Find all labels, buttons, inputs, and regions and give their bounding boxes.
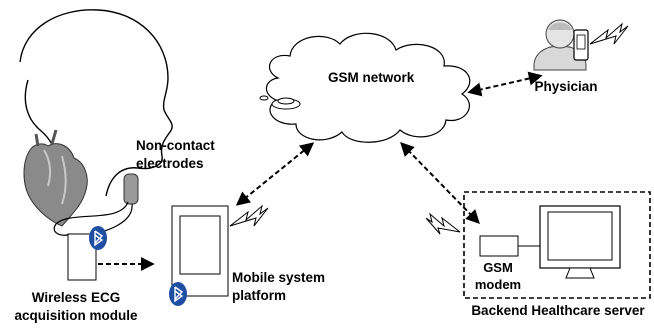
- cloud-antenna-icon: [259, 95, 301, 110]
- monitor-icon: [539, 205, 621, 279]
- mobile-label-1: Mobile system: [232, 270, 325, 285]
- physician-icon: [533, 19, 589, 71]
- physician-label: Physician: [534, 79, 597, 94]
- gsm-modem-label-2: modem: [475, 277, 521, 292]
- non-contact-label-2: electrodes: [136, 156, 204, 171]
- electrode-icon: [123, 173, 139, 205]
- bluetooth-icon: [89, 226, 107, 250]
- backend-server-box: [463, 191, 651, 299]
- gsm-modem-icon: [479, 235, 519, 257]
- backend-server-label: Backend Healthcare server: [471, 303, 645, 318]
- wireless-label-2: acquisition module: [14, 308, 138, 323]
- wireless-label-1: Wireless ECG: [32, 290, 120, 305]
- link-phone-to-gsm: [235, 142, 315, 206]
- link-gsm-to-physician: [467, 71, 543, 97]
- gsm-modem-label-1: GSM: [483, 260, 513, 275]
- bluetooth-icon: [169, 282, 187, 306]
- signal-lightning-icon: [589, 22, 629, 45]
- phone-icon: [171, 205, 229, 297]
- cloud-icon: [265, 32, 471, 143]
- heart-icon: [23, 129, 88, 227]
- signal-lightning-icon: [229, 204, 269, 227]
- non-contact-label-1: Non-contact: [136, 138, 215, 153]
- mobile-label-2: platform: [232, 288, 286, 303]
- signal-lightning-icon: [425, 212, 461, 235]
- link-gsm-to-server: [400, 141, 480, 225]
- gsm-network-label: GSM network: [328, 70, 415, 85]
